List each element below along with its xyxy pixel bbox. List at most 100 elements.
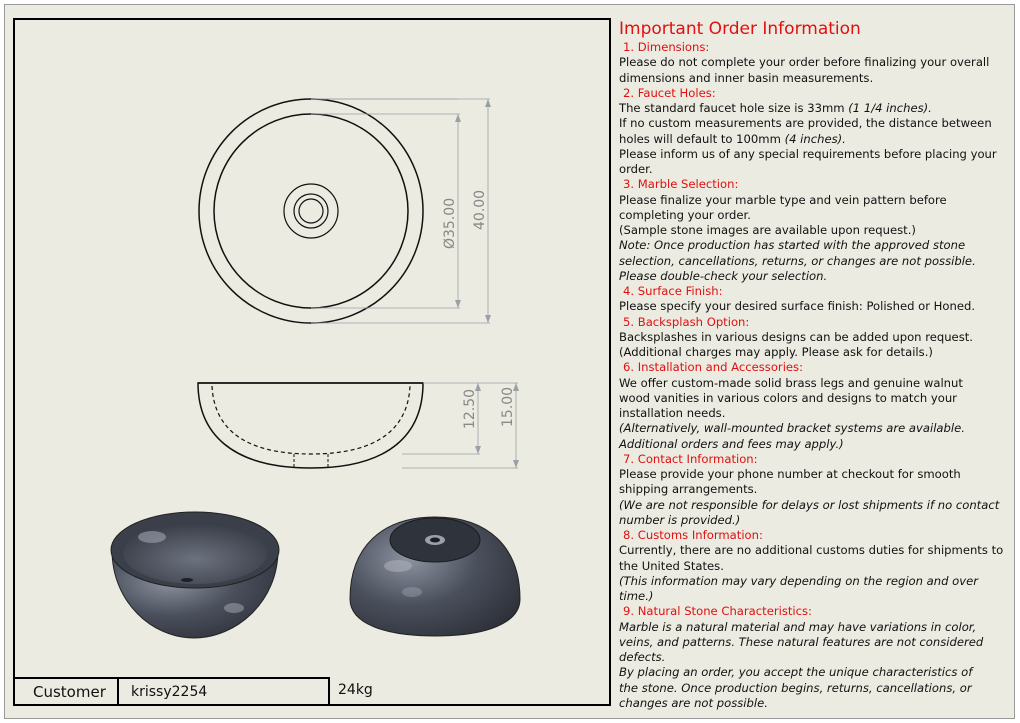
section-line: number is provided.) (619, 513, 1011, 528)
customer-label: Customer (13, 677, 119, 706)
section-line: Currently, there are no additional custo… (619, 543, 1011, 558)
line-text: Please do not complete your order before… (619, 55, 990, 70)
line-text: (Additional charges may apply. Please as… (619, 345, 933, 359)
top-view: Ø35.00 40.00 (198, 98, 491, 324)
section-line: order. (619, 162, 1011, 177)
section-line: Note: Once production has started with t… (619, 238, 1011, 253)
section-line: holes will default to 100mm (4 inches). (619, 132, 1011, 147)
section-line: Backsplashes in various designs can be a… (619, 330, 1011, 345)
side-view: 12.50 15.00 (197, 382, 519, 469)
line-text: installation needs. (619, 406, 726, 420)
section-line: Please finalize your marble type and vei… (619, 193, 1011, 208)
line-text: defects. (619, 650, 666, 664)
section-heading: 3. Marble Selection: (623, 177, 739, 192)
section-line: the United States. (619, 559, 1011, 574)
section-line: Please specify your desired surface fini… (619, 299, 1011, 314)
section-line: time.) (619, 589, 1011, 604)
line-text: shipping arrangements. (619, 482, 758, 497)
line-text: The standard faucet hole size is 33mm (619, 101, 849, 115)
info-title: Important Order Information (619, 19, 861, 39)
line-text: (This information may vary depending on … (619, 573, 979, 588)
dim-outer-height: 15.00 (500, 387, 516, 427)
line-text: (Alternatively, wall-mounted bracket sys… (619, 421, 965, 436)
dim-inner-depth: 12.50 (462, 389, 478, 429)
section-line: Please inform us of any special requirem… (619, 147, 1011, 162)
section-line: selection, cancellations, returns, or ch… (619, 254, 1011, 269)
line-text: Please finalize your marble type and vei… (619, 192, 947, 207)
line-text: Backsplashes in various designs can be a… (619, 329, 973, 344)
drain-outer-circle (283, 183, 339, 239)
outer-rim-circle (198, 98, 424, 324)
section-line: (This information may vary depending on … (619, 574, 1011, 589)
line-text: changes are not possible. (619, 695, 768, 710)
bowl-render-bottom (349, 516, 521, 637)
section-heading: 4. Surface Finish: (623, 284, 723, 298)
inner-basin-hidden (211, 385, 411, 455)
section-line: We offer custom-made solid brass legs an… (619, 376, 1011, 391)
line-text: veins, and patterns. These natural featu… (619, 634, 984, 649)
line-text: (We are not responsible for delays or lo… (619, 497, 1000, 512)
drain-mid-circle (293, 193, 329, 229)
section-line: installation needs. (619, 406, 1011, 421)
line-text: order. (619, 162, 653, 176)
section-line: changes are not possible. (619, 696, 1011, 711)
section-line: dimensions and inner basin measurements. (619, 71, 1011, 86)
section-line: Please do not complete your order before… (619, 55, 1011, 70)
line-text: Please provide your phone number at chec… (619, 467, 961, 481)
line-text: By placing an order, you accept the uniq… (619, 665, 973, 680)
dim-outer-diameter: 40.00 (472, 190, 488, 230)
section-line: the stone. Once production begins, retur… (619, 681, 1011, 696)
line-text: dimensions and inner basin measurements. (619, 70, 874, 85)
line-text: number is provided.) (619, 512, 741, 527)
order-info-panel: Important Order Information 1. Dimension… (619, 18, 1011, 711)
technical-drawing: Ø35.00 40.00 12.50 15. (110, 98, 521, 639)
line-text: wood vanities in various colors and desi… (619, 390, 957, 405)
section-heading: 9. Natural Stone Characteristics: (623, 604, 812, 619)
line-tail-text: (1 1/4 inches). (848, 101, 932, 115)
section-line: veins, and patterns. These natural featu… (619, 635, 1011, 650)
line-text: Marble is a natural material and may hav… (619, 619, 977, 634)
section-line: Please provide your phone number at chec… (619, 467, 1011, 482)
section-heading: 1. Dimensions: (623, 40, 710, 54)
section-line: defects. (619, 650, 1011, 665)
drain-inner-circle (298, 198, 324, 224)
section-line: wood vanities in various colors and desi… (619, 391, 1011, 406)
section-line: Please double-check your selection. (619, 269, 1011, 284)
section-line: If no custom measurements are provided, … (619, 116, 1011, 131)
section-line: (Alternatively, wall-mounted bracket sys… (619, 421, 1011, 436)
line-text: Please inform us of any special requirem… (619, 146, 997, 161)
info-sections: 1. Dimensions:Please do not complete you… (619, 40, 1011, 711)
section-line: (Sample stone images are available upon … (619, 223, 1011, 238)
line-text: completing your order. (619, 207, 751, 222)
section-line: (Additional charges may apply. Please as… (619, 345, 1011, 360)
section-heading: 5. Backsplash Option: (623, 314, 750, 329)
bowl-render-top (110, 511, 280, 639)
customer-name: krissy2254 (117, 677, 330, 706)
line-tail-text: (4 inches). (784, 131, 846, 146)
section-line: Marble is a natural material and may hav… (619, 620, 1011, 635)
line-text: If no custom measurements are provided, … (619, 116, 992, 131)
line-text: time.) (619, 589, 654, 603)
line-text: selection, cancellations, returns, or ch… (619, 253, 976, 268)
section-line: shipping arrangements. (619, 482, 1011, 497)
section-heading: 2. Faucet Holes: (623, 85, 716, 100)
line-text: holes will default to 100mm (619, 131, 785, 146)
dim-inner-diameter: Ø35.00 (442, 198, 458, 249)
line-text: We offer custom-made solid brass legs an… (619, 375, 963, 390)
section-heading: 6. Installation and Accessories: (623, 360, 803, 375)
drawing-frame: Ø35.00 40.00 12.50 15. (13, 18, 611, 706)
inner-basin-circle (213, 113, 409, 309)
line-text: Additional orders and fees may apply.) (619, 436, 844, 451)
line-text: the United States. (619, 558, 724, 573)
section-heading: 7. Contact Information: (623, 451, 758, 466)
bowl-outline (197, 382, 424, 469)
weight-value: 24kg (338, 682, 373, 698)
section-line: (We are not responsible for delays or lo… (619, 498, 1011, 513)
line-text: Note: Once production has started with t… (619, 238, 966, 253)
line-text: Please specify your desired surface fini… (619, 299, 976, 314)
section-line: By placing an order, you accept the uniq… (619, 665, 1011, 680)
section-line: completing your order. (619, 208, 1011, 223)
section-line: Additional orders and fees may apply.) (619, 437, 1011, 452)
line-text: the stone. Once production begins, retur… (619, 680, 972, 695)
line-text: Please double-check your selection. (619, 268, 828, 283)
